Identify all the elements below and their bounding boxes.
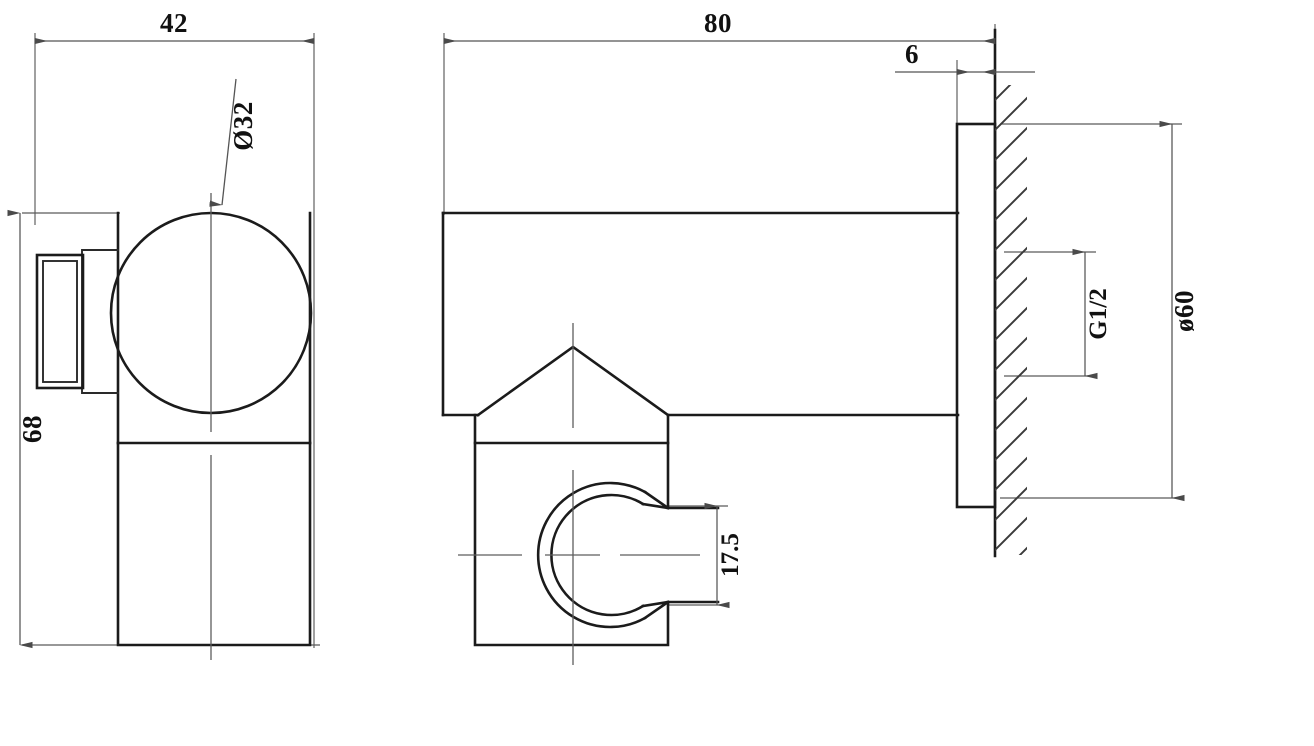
dimension-68-label: 68 — [17, 415, 47, 443]
dimension-dia60-label: ø60 — [1169, 290, 1199, 332]
wall-hatching — [995, 85, 1027, 555]
right-view-clamp-jaw-bottom — [641, 600, 670, 620]
dimension-6-label: 6 — [905, 39, 919, 69]
left-view: 42 68 Ø32 — [7, 8, 320, 660]
left-view-body-rect — [116, 441, 312, 647]
dimension-80-label: 80 — [704, 8, 732, 38]
dimension-42-label: 42 — [160, 8, 188, 38]
dimension-g12-label: G1/2 — [1085, 288, 1112, 339]
right-view: 80 6 G1/2 ø60 17.5 — [441, 8, 1199, 665]
dimension-6: 6 — [895, 39, 1035, 76]
dimension-175: 17.5 — [704, 502, 744, 609]
dimension-dia32: Ø32 — [209, 78, 258, 207]
left-view-thread-stub-outer — [35, 253, 85, 390]
dimension-175-label: 17.5 — [717, 533, 744, 577]
dimension-42: 42 — [34, 8, 315, 45]
dimension-dia32-leader — [209, 78, 237, 207]
right-view-clamp-jaw-top — [641, 490, 670, 510]
dimension-dia60: ø60 — [1159, 120, 1199, 502]
dimension-g12: G1/2 — [1072, 248, 1112, 380]
dimension-68: 68 — [7, 209, 47, 649]
right-view-clamp-outer-arc — [536, 481, 647, 629]
dimension-80: 80 — [443, 8, 996, 45]
dimension-dia32-label: Ø32 — [228, 101, 258, 151]
left-view-thread-stub-inner — [42, 260, 78, 383]
